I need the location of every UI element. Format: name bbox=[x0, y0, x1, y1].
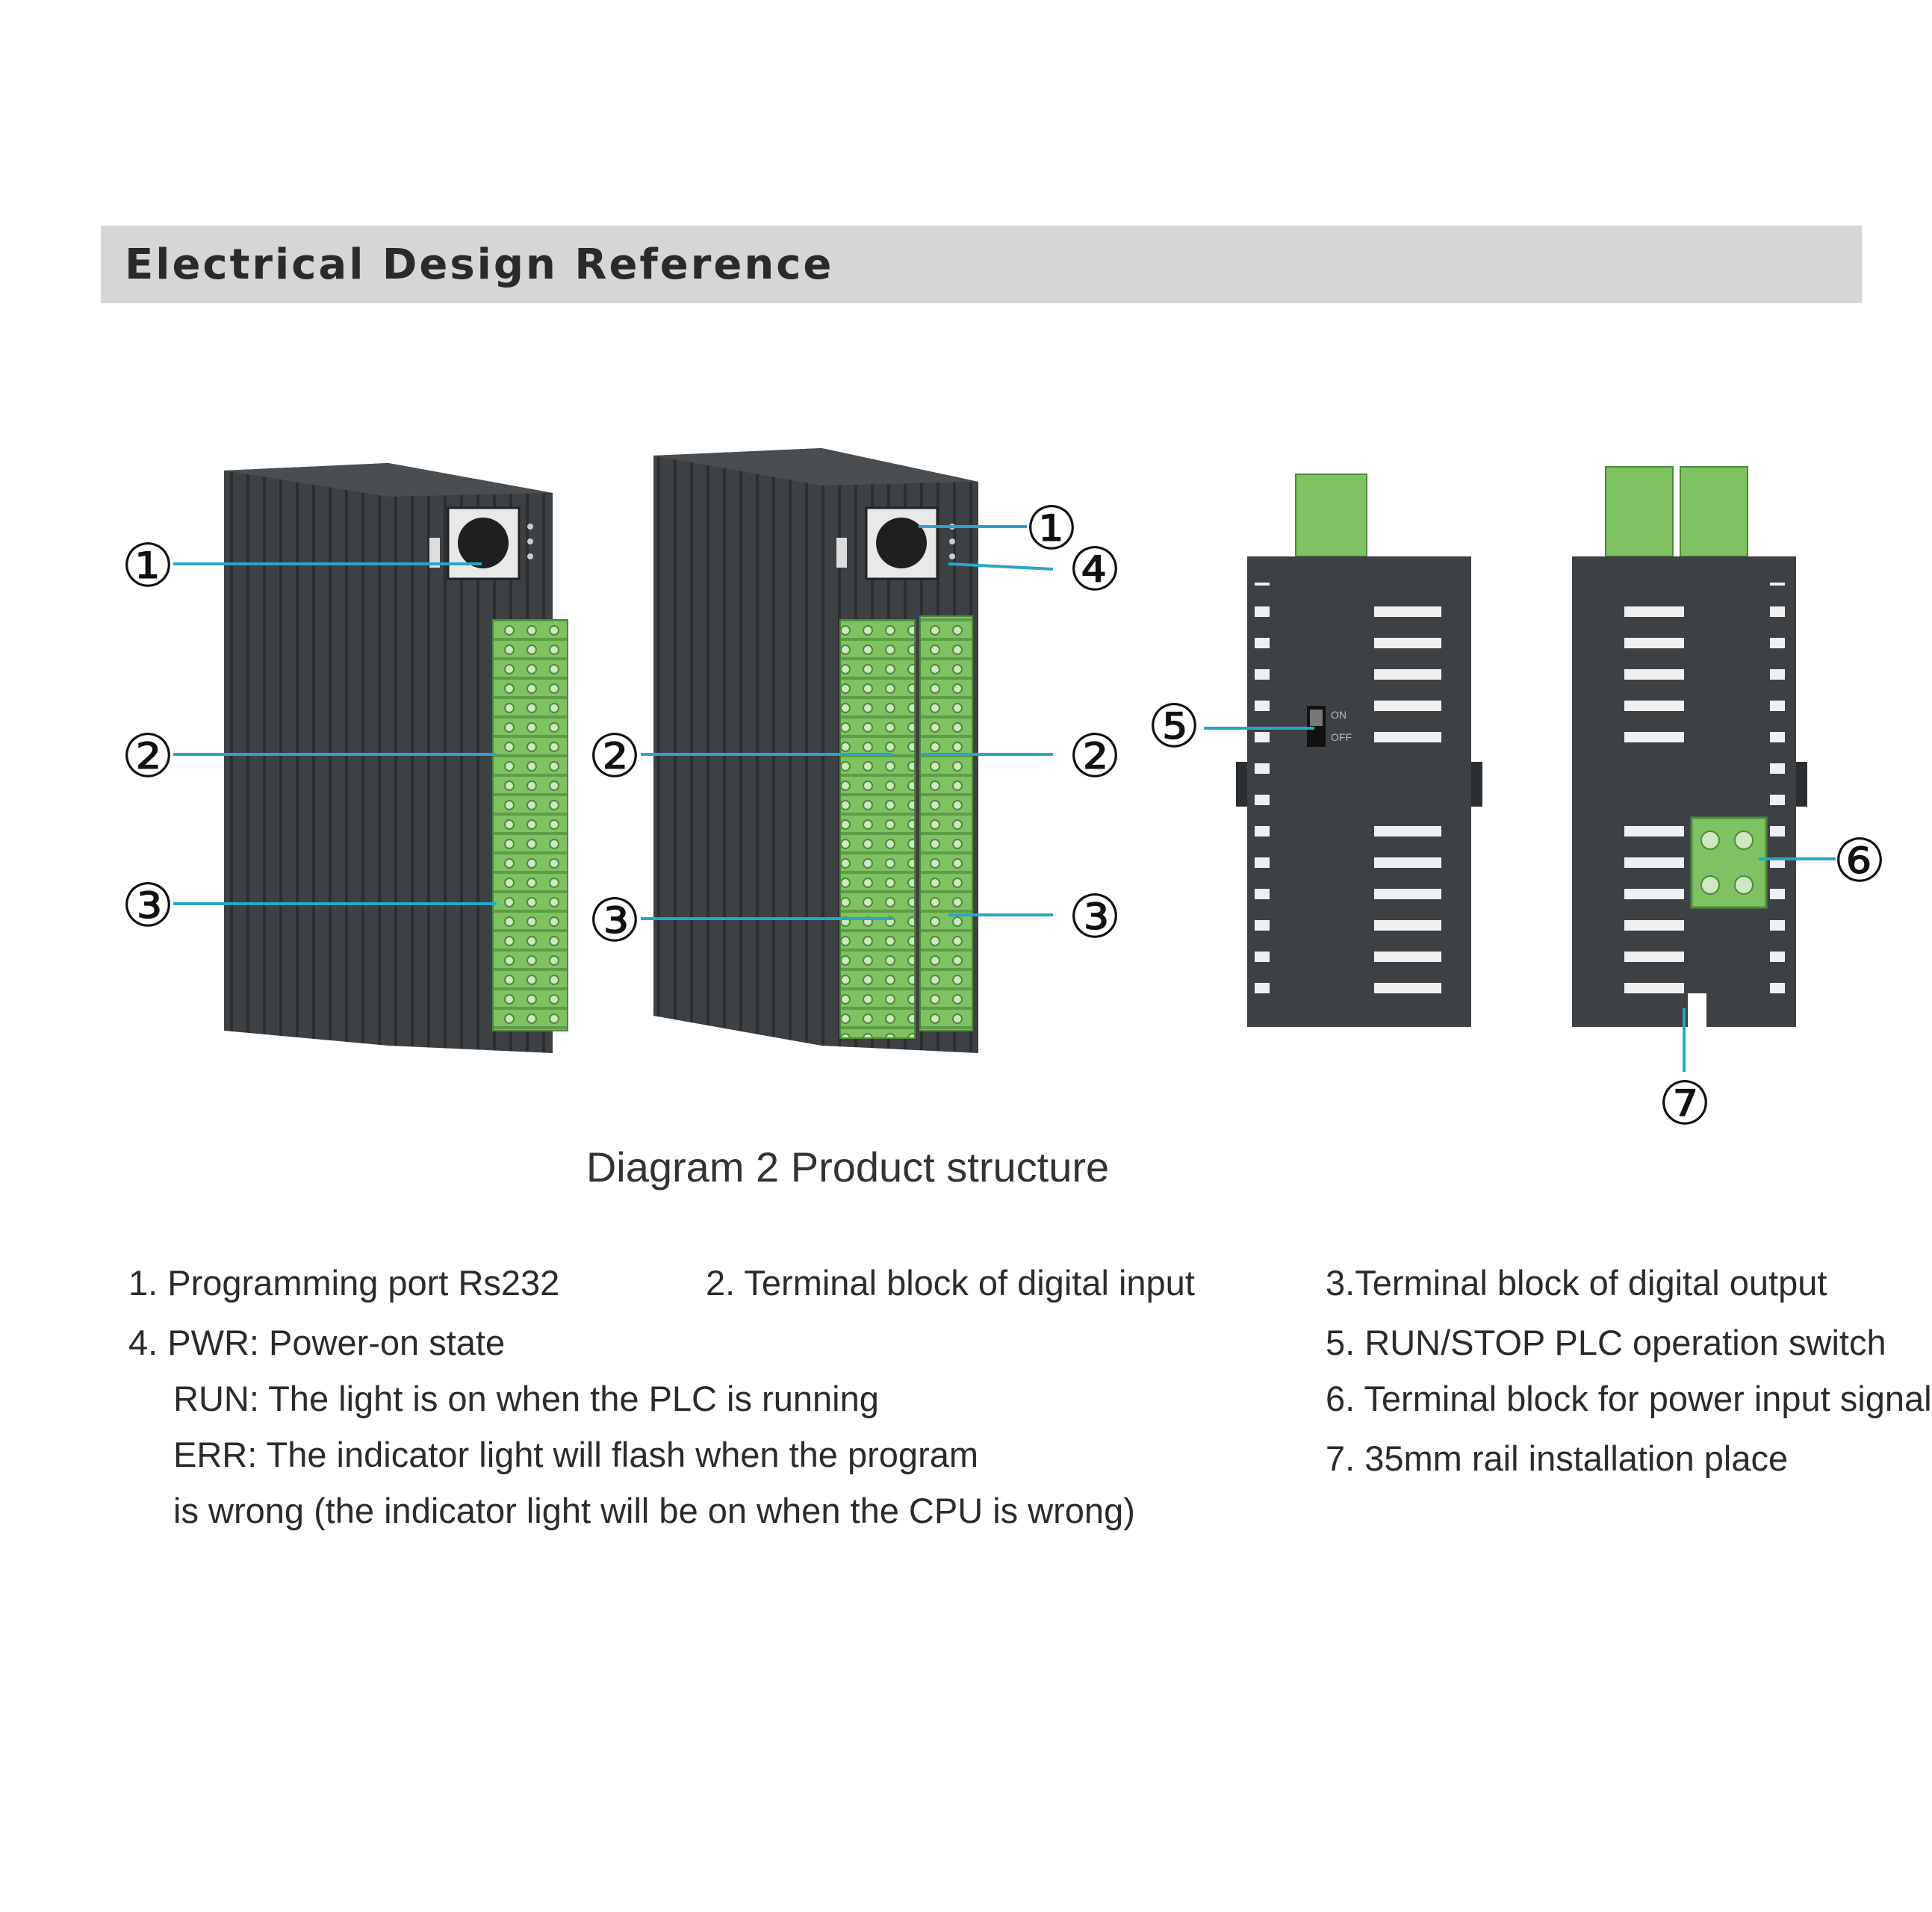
callout-2-b: ② bbox=[588, 721, 642, 791]
callout-1-b: ① bbox=[1025, 494, 1078, 563]
callout-1-a: ① bbox=[121, 531, 175, 600]
legend-item-2: 2. Terminal block of digital input bbox=[706, 1263, 1195, 1303]
legend-item-5: 5. RUN/STOP PLC operation switch bbox=[1326, 1323, 1886, 1362]
device-side-view-c: ON OFF bbox=[1236, 474, 1482, 1027]
callout-3-a: ③ bbox=[121, 871, 175, 940]
product-structure-diagram: ON OFF ① ② ③ ② ③ bbox=[121, 448, 1886, 1138]
callout-4: ④ bbox=[1068, 535, 1122, 604]
callout-3-c: ③ bbox=[1068, 882, 1122, 952]
switch-on-label: ON bbox=[1331, 709, 1347, 721]
leader-lines bbox=[173, 525, 1836, 1072]
callout-3-b: ③ bbox=[588, 886, 642, 955]
callout-2-a: ② bbox=[121, 721, 175, 791]
legend-item-7: 7. 35mm rail installation place bbox=[1326, 1438, 1789, 1478]
section-title: Electrical Design Reference bbox=[125, 240, 834, 289]
callout-2-c: ② bbox=[1068, 721, 1122, 791]
legend-item-6: 6. Terminal block for power input signal bbox=[1326, 1379, 1932, 1418]
device-back-view-d bbox=[1572, 466, 1807, 1027]
legend-item-4-err: ERR: The indicator light will flash when… bbox=[173, 1435, 979, 1474]
device-front-view-b bbox=[653, 448, 978, 1053]
legend-item-3: 3.Terminal block of digital output bbox=[1326, 1263, 1827, 1303]
section-header-bar: Electrical Design Reference bbox=[101, 226, 1862, 303]
legend-item-4-run: RUN: The light is on when the PLC is run… bbox=[173, 1379, 879, 1418]
switch-off-label: OFF bbox=[1331, 731, 1352, 743]
legend-item-4-err-cont: is wrong (the indicator light will be on… bbox=[173, 1491, 1135, 1530]
legend-item-1: 1. Programming port Rs232 bbox=[128, 1263, 560, 1303]
legend-item-4: 4. PWR: Power-on state bbox=[128, 1323, 506, 1362]
callout-5: ⑤ bbox=[1147, 692, 1201, 761]
callout-7: ⑦ bbox=[1658, 1069, 1712, 1138]
diagram-caption: Diagram 2 Product structure bbox=[585, 1143, 1110, 1191]
device-front-view-a bbox=[224, 463, 568, 1053]
callout-6: ⑥ bbox=[1833, 826, 1886, 896]
